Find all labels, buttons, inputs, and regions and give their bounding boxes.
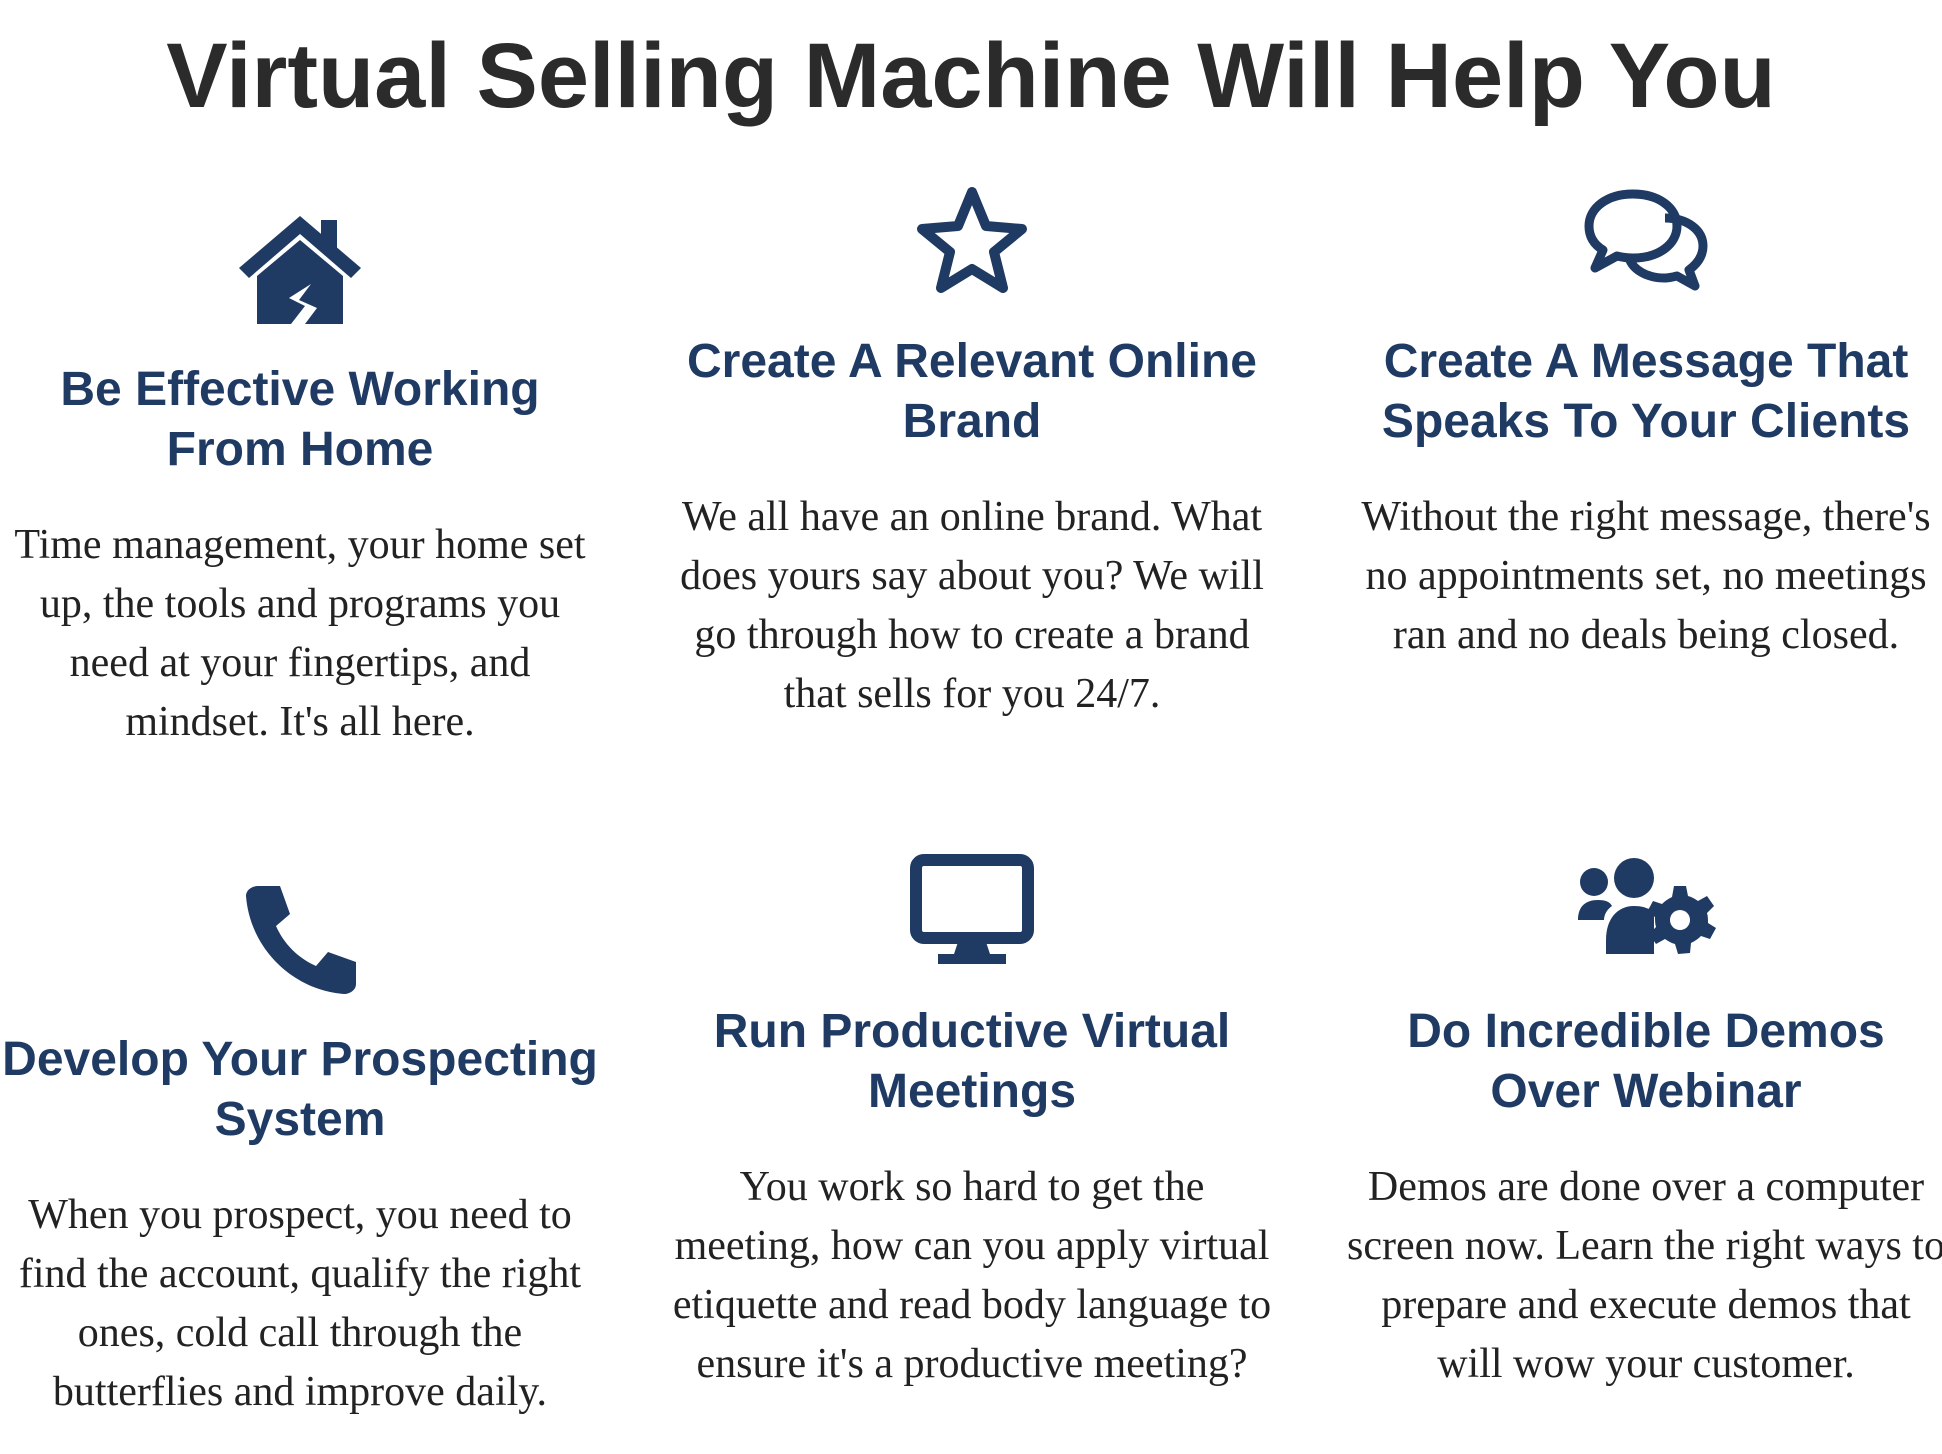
feature-description: Demos are done over a computer screen no… [1347,1164,1942,1387]
feature-heading: Develop Your Prospecting System [2,1033,598,1146]
feature-description: Without the right message, there's no ap… [1361,494,1931,658]
chat-bubbles-icon [1346,188,1942,292]
feature-description: You work so hard to get the meeting, how… [672,1164,1272,1387]
feature-description: We all have an online brand. What does y… [680,494,1264,717]
feature-heading: Create A Relevant Online Brand [687,335,1257,448]
feature-description: Time management, your home set up, the t… [14,522,586,745]
desktop-monitor-icon [672,854,1272,966]
star-icon [672,184,1272,300]
feature-description: When you prospect, you need to find the … [18,1192,582,1415]
feature-heading: Run Productive Virtual Meetings [713,1005,1231,1118]
phone-icon [0,884,600,996]
users-gear-icon [1346,858,1942,958]
house-icon [0,214,600,326]
feature-heading: Be Effective Working From Home [60,363,540,476]
feature-heading: Create A Message That Speaks To Your Cli… [1381,335,1911,448]
feature-heading: Do Incredible Demos Over Webinar [1407,1005,1885,1118]
page-title: Virtual Selling Machine Will Help You [166,25,1776,127]
